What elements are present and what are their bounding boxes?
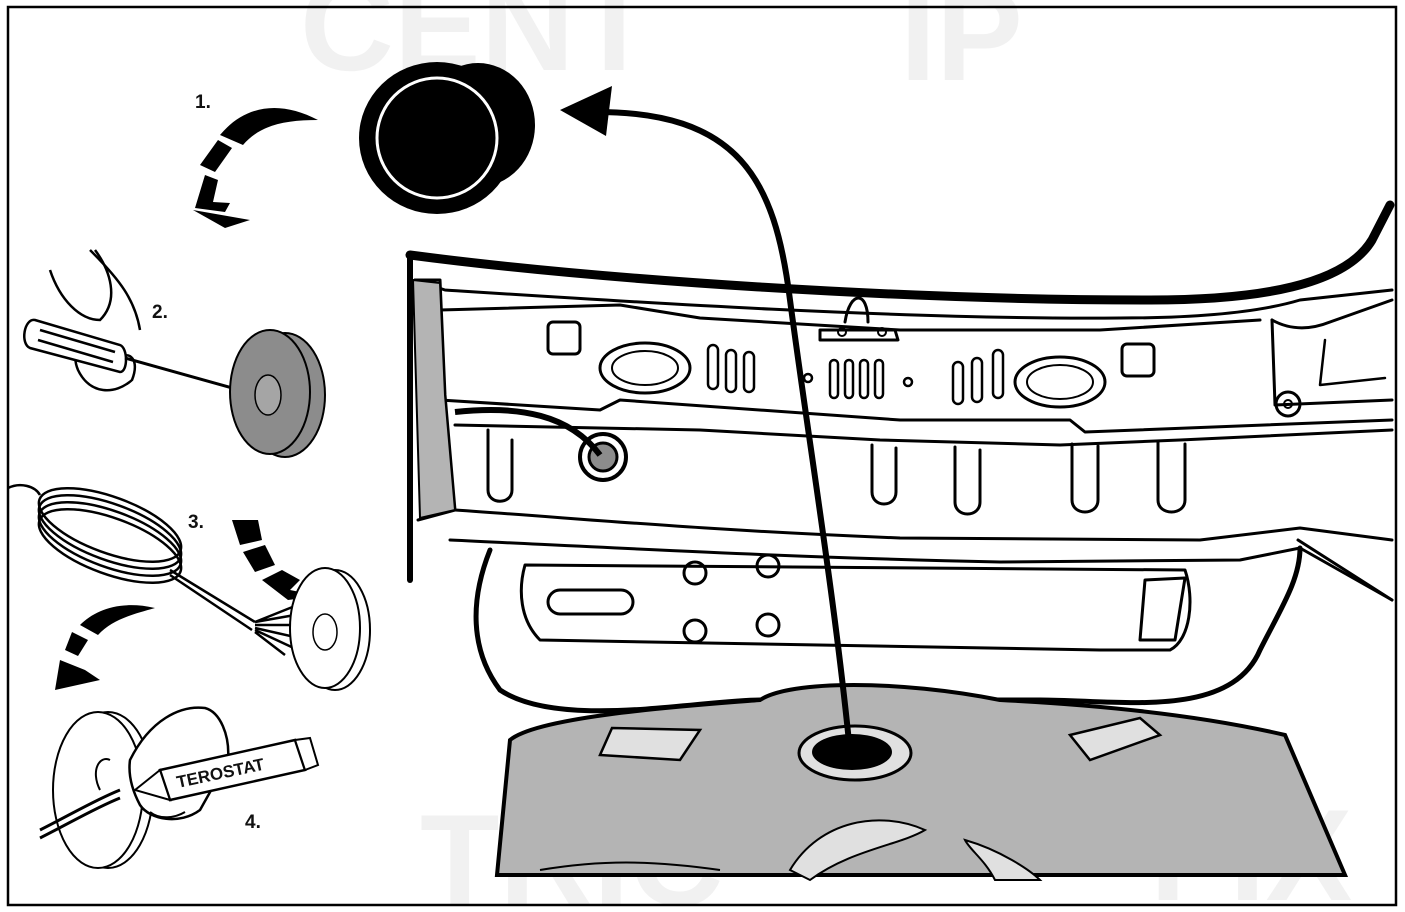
curved-arrow-icon bbox=[193, 108, 318, 228]
svg-text:IP: IP bbox=[900, 0, 1023, 108]
grey-plug-3 bbox=[290, 568, 370, 690]
pillar-trim bbox=[413, 280, 455, 518]
step-4-label: 4. bbox=[245, 812, 261, 833]
step-3-label: 3. bbox=[188, 512, 204, 533]
step-1-label: 1. bbox=[195, 92, 211, 113]
curved-arrow-icon bbox=[55, 605, 155, 690]
cable-grommet bbox=[455, 410, 626, 480]
rubber-plug-icon bbox=[359, 62, 535, 214]
grey-plug-2 bbox=[230, 330, 325, 457]
step-2-label: 2. bbox=[152, 302, 168, 323]
car-trunk-body bbox=[410, 205, 1392, 711]
fuel-tank bbox=[497, 685, 1345, 880]
